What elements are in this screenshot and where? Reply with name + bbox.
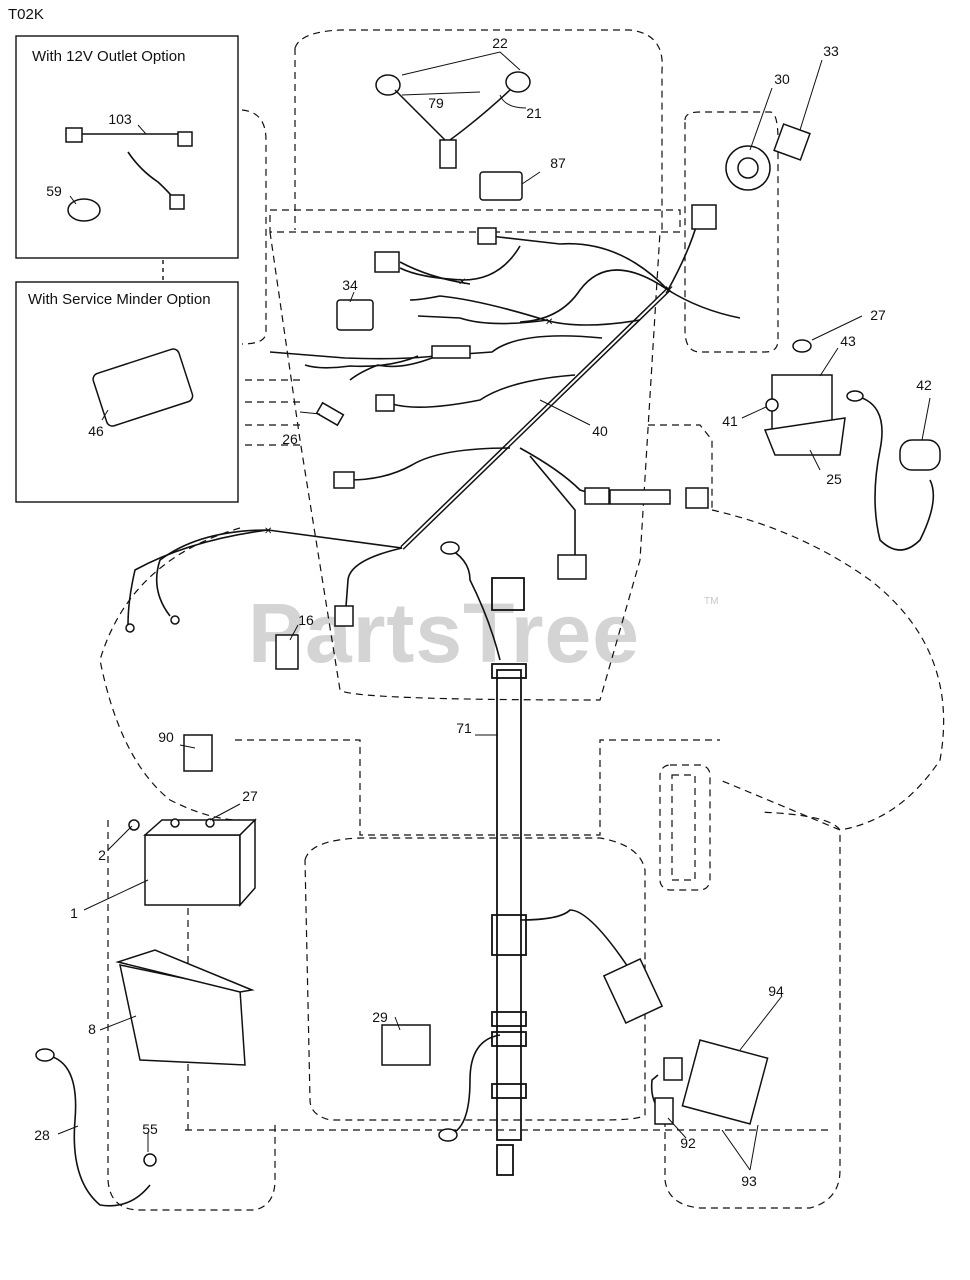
outlet-plug xyxy=(169,194,185,210)
callout-41: 41 xyxy=(722,413,738,429)
callout-55: 55 xyxy=(142,1121,158,1137)
callout-28: 28 xyxy=(34,1127,50,1143)
outlet-connector-left xyxy=(65,127,83,143)
callout-93: 93 xyxy=(741,1173,757,1189)
solenoid-bracket-25 xyxy=(763,417,846,456)
connector-right-a xyxy=(584,487,610,505)
switch-29 xyxy=(381,1024,431,1066)
connector-mid-left xyxy=(333,471,355,489)
watermark: PartsTree xyxy=(248,586,640,680)
callout-27-bottom: 27 xyxy=(242,788,258,804)
inset-service-minder-frame xyxy=(15,281,239,503)
connector-left xyxy=(374,251,400,273)
callout-90: 90 xyxy=(158,729,174,745)
callout-94: 94 xyxy=(768,983,784,999)
callout-27-top: 27 xyxy=(870,307,886,323)
svg-text:✕: ✕ xyxy=(264,526,272,537)
connector-92-top xyxy=(663,1057,683,1081)
connector-92 xyxy=(654,1097,674,1125)
svg-text:✕: ✕ xyxy=(664,283,674,297)
leader-lines xyxy=(57,51,931,1171)
component-90 xyxy=(183,734,213,772)
service-minder-46 xyxy=(92,348,194,427)
svg-text:✕: ✕ xyxy=(458,277,466,288)
headlight-bulb-right xyxy=(505,71,531,93)
callout-42: 42 xyxy=(916,377,932,393)
splice-marks: ✕ ✕ ✕ ✕ xyxy=(264,277,674,537)
callout-40: 40 xyxy=(592,423,608,439)
connector-16-lead xyxy=(334,605,354,627)
callout-25: 25 xyxy=(826,471,842,487)
connector-lower xyxy=(557,554,587,580)
callout-26: 26 xyxy=(282,431,298,447)
trademark-mark: TM xyxy=(704,596,719,607)
headlight-connector xyxy=(439,139,457,169)
harness-wires xyxy=(44,133,935,1207)
connector-right-b xyxy=(685,487,709,509)
battery-1 xyxy=(144,834,241,906)
callout-103: 103 xyxy=(108,111,132,127)
callout-1: 1 xyxy=(70,905,78,921)
callout-33: 33 xyxy=(823,43,839,59)
callout-30: 30 xyxy=(774,71,790,87)
diagram-code: T02K xyxy=(8,6,44,23)
pto-switch xyxy=(602,957,664,1025)
svg-text:✕: ✕ xyxy=(545,317,553,328)
callout-59: 59 xyxy=(46,183,62,199)
callout-16: 16 xyxy=(298,612,314,628)
callout-labels: 22 79 21 33 30 87 103 59 34 27 43 42 41 … xyxy=(34,35,932,1189)
callout-92: 92 xyxy=(680,1135,696,1151)
inset-frames xyxy=(15,35,239,503)
callout-22: 22 xyxy=(492,35,508,51)
key-33 xyxy=(773,123,811,161)
relay-87 xyxy=(479,171,523,201)
callout-79: 79 xyxy=(428,95,444,111)
boot-42 xyxy=(899,439,941,471)
inset-12v-outlet-frame xyxy=(15,35,239,259)
callout-71: 71 xyxy=(456,720,472,736)
callout-29: 29 xyxy=(372,1009,388,1025)
connector-40-side xyxy=(375,394,395,412)
callout-8: 8 xyxy=(88,1021,96,1037)
callout-2: 2 xyxy=(98,847,106,863)
connector-top xyxy=(477,227,497,245)
callout-43: 43 xyxy=(840,333,856,349)
outlet-59 xyxy=(67,198,101,222)
fuse-26 xyxy=(315,401,345,427)
callout-46: 46 xyxy=(88,423,104,439)
callout-87: 87 xyxy=(550,155,566,171)
nut-27 xyxy=(792,339,812,353)
module-94 xyxy=(681,1039,769,1125)
callout-34: 34 xyxy=(342,277,358,293)
fuse-holder xyxy=(431,345,471,359)
inset-title-12v-outlet: With 12V Outlet Option xyxy=(32,48,186,65)
headlight-bulb-left xyxy=(375,74,401,96)
components xyxy=(35,71,941,1167)
connector-front xyxy=(691,204,717,230)
nut-41 xyxy=(765,398,779,412)
inset-title-service-minder: With Service Minder Option xyxy=(28,291,211,308)
callout-21: 21 xyxy=(526,105,542,121)
outlet-connector xyxy=(177,131,193,147)
switch-34 xyxy=(336,299,374,331)
seat-switch-16 xyxy=(275,634,299,670)
main-harness-71 xyxy=(491,577,527,1176)
